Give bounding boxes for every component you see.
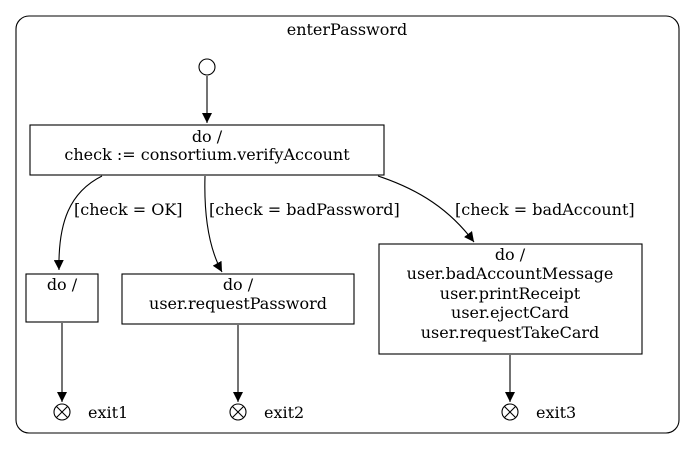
composite-state-title: enterPassword [287, 20, 408, 39]
exit-label-1: exit1 [88, 403, 128, 422]
state-bad-account-line-4: user.ejectCard [451, 303, 569, 322]
transition-check-bad-account [377, 175, 475, 243]
state-bad-account-line-1: do / [495, 245, 526, 264]
state-ok [25, 273, 99, 323]
guard-check-bad-password: [check = badPassword] [209, 200, 400, 219]
composite-state-frame [15, 15, 680, 434]
exit-point-3 [501, 403, 519, 421]
state-request-password-line-1: do / [223, 275, 254, 294]
state-verify-account [29, 124, 385, 176]
transition-check-ok [53, 175, 103, 271]
state-request-password-line-2: user.requestPassword [149, 294, 327, 313]
transition-check-bad-password [204, 175, 223, 273]
state-ok-line-1: do / [47, 275, 78, 294]
initial-pseudostate [198, 58, 216, 76]
exit-point-2 [229, 403, 247, 421]
state-bad-account-line-3: user.printReceipt [440, 284, 581, 303]
exit-label-2: exit2 [264, 403, 304, 422]
guard-check-bad-account: [check = badAccount] [455, 200, 635, 219]
exit-point-1 [53, 403, 71, 421]
state-verify-account-line-2: check := consortium.verifyAccount [64, 145, 350, 164]
state-verify-account-line-1: do / [192, 127, 223, 146]
exit-label-3: exit3 [536, 403, 576, 422]
state-bad-account-line-2: user.badAccountMessage [407, 264, 614, 283]
state-bad-account-line-5: user.requestTakeCard [421, 323, 600, 342]
guard-check-ok: [check = OK] [74, 200, 183, 219]
state-bad-account [378, 243, 643, 355]
state-request-password [121, 273, 355, 325]
